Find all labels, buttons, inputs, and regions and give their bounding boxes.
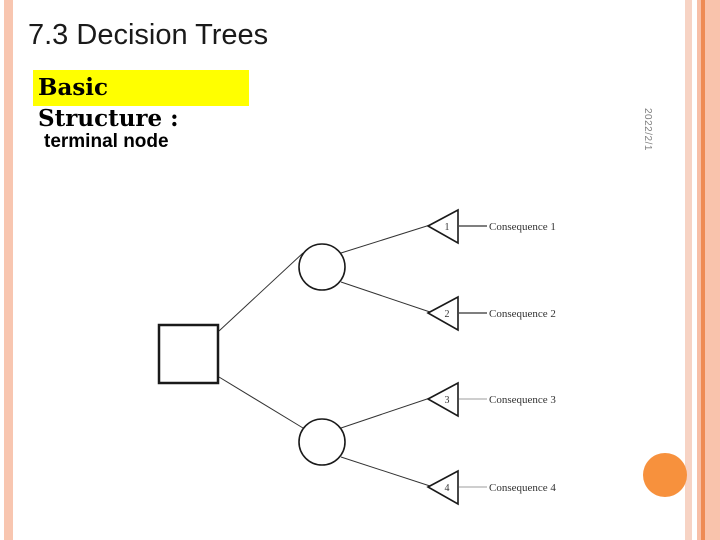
- terminal-node-2: 2 Consequence 2: [426, 295, 556, 332]
- page-title: 7.3 Decision Trees: [28, 19, 269, 51]
- branch-4: [340, 456, 431, 487]
- subtitle-highlighted-text: Basic: [33, 70, 249, 106]
- terminal-number-4: 4: [445, 483, 450, 494]
- terminal-node-3: 3 Consequence 3: [426, 381, 556, 418]
- chance-node-circle-1: [298, 243, 346, 291]
- terminal-triangle-1: [426, 208, 459, 245]
- terminal-number-2: 2: [445, 309, 450, 320]
- right-edge-stripe-1: [685, 0, 692, 540]
- branch-lines: [218, 224, 431, 487]
- subtitle-secondary-text: Structure :: [38, 105, 179, 132]
- terminal-number-1: 1: [445, 222, 450, 233]
- right-edge-stripe-2: [697, 0, 701, 540]
- branch-upper: [218, 252, 304, 332]
- terminal-triangle-2: [426, 295, 459, 332]
- decision-node-square: [157, 323, 220, 385]
- terminal-node-annotation: terminal node: [44, 131, 169, 152]
- terminal-node-4: 4 Consequence 4: [426, 469, 556, 506]
- branch-1: [340, 224, 431, 254]
- right-edge-stripe-3: [701, 0, 705, 540]
- right-edge-stripe-4: [705, 0, 720, 540]
- terminal-number-3: 3: [445, 395, 450, 406]
- consequence-label-1: Consequence 1: [489, 221, 556, 233]
- left-edge-stripe: [4, 0, 13, 540]
- branch-lower: [218, 376, 304, 429]
- terminal-node-1: 1 Consequence 1: [426, 208, 556, 245]
- consequence-label-4: Consequence 4: [489, 482, 556, 494]
- subtitle-block: Basic Structure :: [33, 70, 333, 132]
- branch-2: [340, 281, 431, 313]
- terminal-triangle-4: [426, 469, 459, 506]
- terminal-triangle-3: [426, 381, 459, 418]
- orange-accent-dot: [643, 453, 687, 497]
- chance-node-circle-2: [298, 418, 346, 466]
- consequence-label-3: Consequence 3: [489, 394, 556, 406]
- branch-3: [340, 397, 431, 429]
- consequence-label-2: Consequence 2: [489, 308, 556, 320]
